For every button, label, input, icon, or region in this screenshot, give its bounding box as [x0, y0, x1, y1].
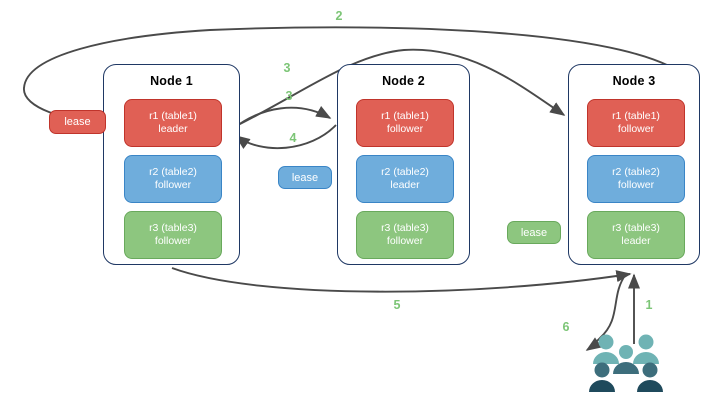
- step-label-1: 1: [645, 298, 653, 312]
- replica-node2-r2[interactable]: r2 (table2) leader: [356, 155, 454, 203]
- replica-node3-r2[interactable]: r2 (table2) follower: [587, 155, 685, 203]
- lease-badge-r2[interactable]: lease: [278, 166, 332, 189]
- node-box-node2[interactable]: Node 2 r1 (table1) follower r2 (table2) …: [337, 64, 470, 265]
- replica-node1-r2[interactable]: r2 (table2) follower: [124, 155, 222, 203]
- users-group-icon[interactable]: [588, 330, 668, 396]
- node-title: Node 1: [150, 74, 193, 88]
- step-label-4: 4: [289, 131, 297, 145]
- replica-role: follower: [386, 123, 424, 135]
- step-label-5: 5: [393, 298, 401, 312]
- replica-node3-r1[interactable]: r1 (table1) follower: [587, 99, 685, 147]
- replica-name: r1 (table1): [149, 110, 197, 122]
- replica-name: r2 (table2): [612, 166, 660, 178]
- replica-node1-r1[interactable]: r1 (table1) leader: [124, 99, 222, 147]
- arrow-step-3-to-node2: [229, 105, 332, 132]
- replica-name: r3 (table3): [612, 222, 660, 234]
- replica-name: r3 (table3): [381, 222, 429, 234]
- replica-node3-r3[interactable]: r3 (table3) leader: [587, 211, 685, 259]
- replica-role: follower: [617, 123, 655, 135]
- replica-role: follower: [386, 235, 424, 247]
- node-box-node1[interactable]: Node 1 r1 (table1) leader r2 (table2) fo…: [103, 64, 240, 265]
- lease-badge-r3[interactable]: lease: [507, 221, 561, 244]
- step-label-6: 6: [562, 320, 570, 334]
- node-title: Node 3: [612, 74, 656, 88]
- replica-node1-r3[interactable]: r3 (table3) follower: [124, 211, 222, 259]
- replica-name: r3 (table3): [149, 222, 197, 234]
- replica-role: leader: [621, 235, 651, 247]
- node-title: Node 2: [382, 74, 425, 88]
- replica-name: r2 (table2): [149, 166, 197, 178]
- replica-role: leader: [158, 123, 188, 135]
- replica-name: r2 (table2): [381, 166, 429, 178]
- step-label-2: 2: [335, 9, 343, 23]
- replica-role: follower: [154, 235, 192, 247]
- replica-node2-r3[interactable]: r3 (table3) follower: [356, 211, 454, 259]
- replica-node2-r1[interactable]: r1 (table1) follower: [356, 99, 454, 147]
- replica-role: leader: [390, 179, 420, 191]
- replica-name: r1 (table1): [612, 110, 660, 122]
- node-box-node3[interactable]: Node 3 r1 (table1) follower r2 (table2) …: [568, 64, 700, 265]
- step-label-3a: 3: [283, 61, 291, 75]
- replica-role: follower: [617, 179, 655, 191]
- replica-role: follower: [154, 179, 192, 191]
- arrow-step-5: [171, 267, 632, 293]
- step-label-3b: 3: [285, 89, 293, 103]
- lease-badge-r1[interactable]: lease: [49, 110, 106, 134]
- replica-name: r1 (table1): [381, 110, 429, 122]
